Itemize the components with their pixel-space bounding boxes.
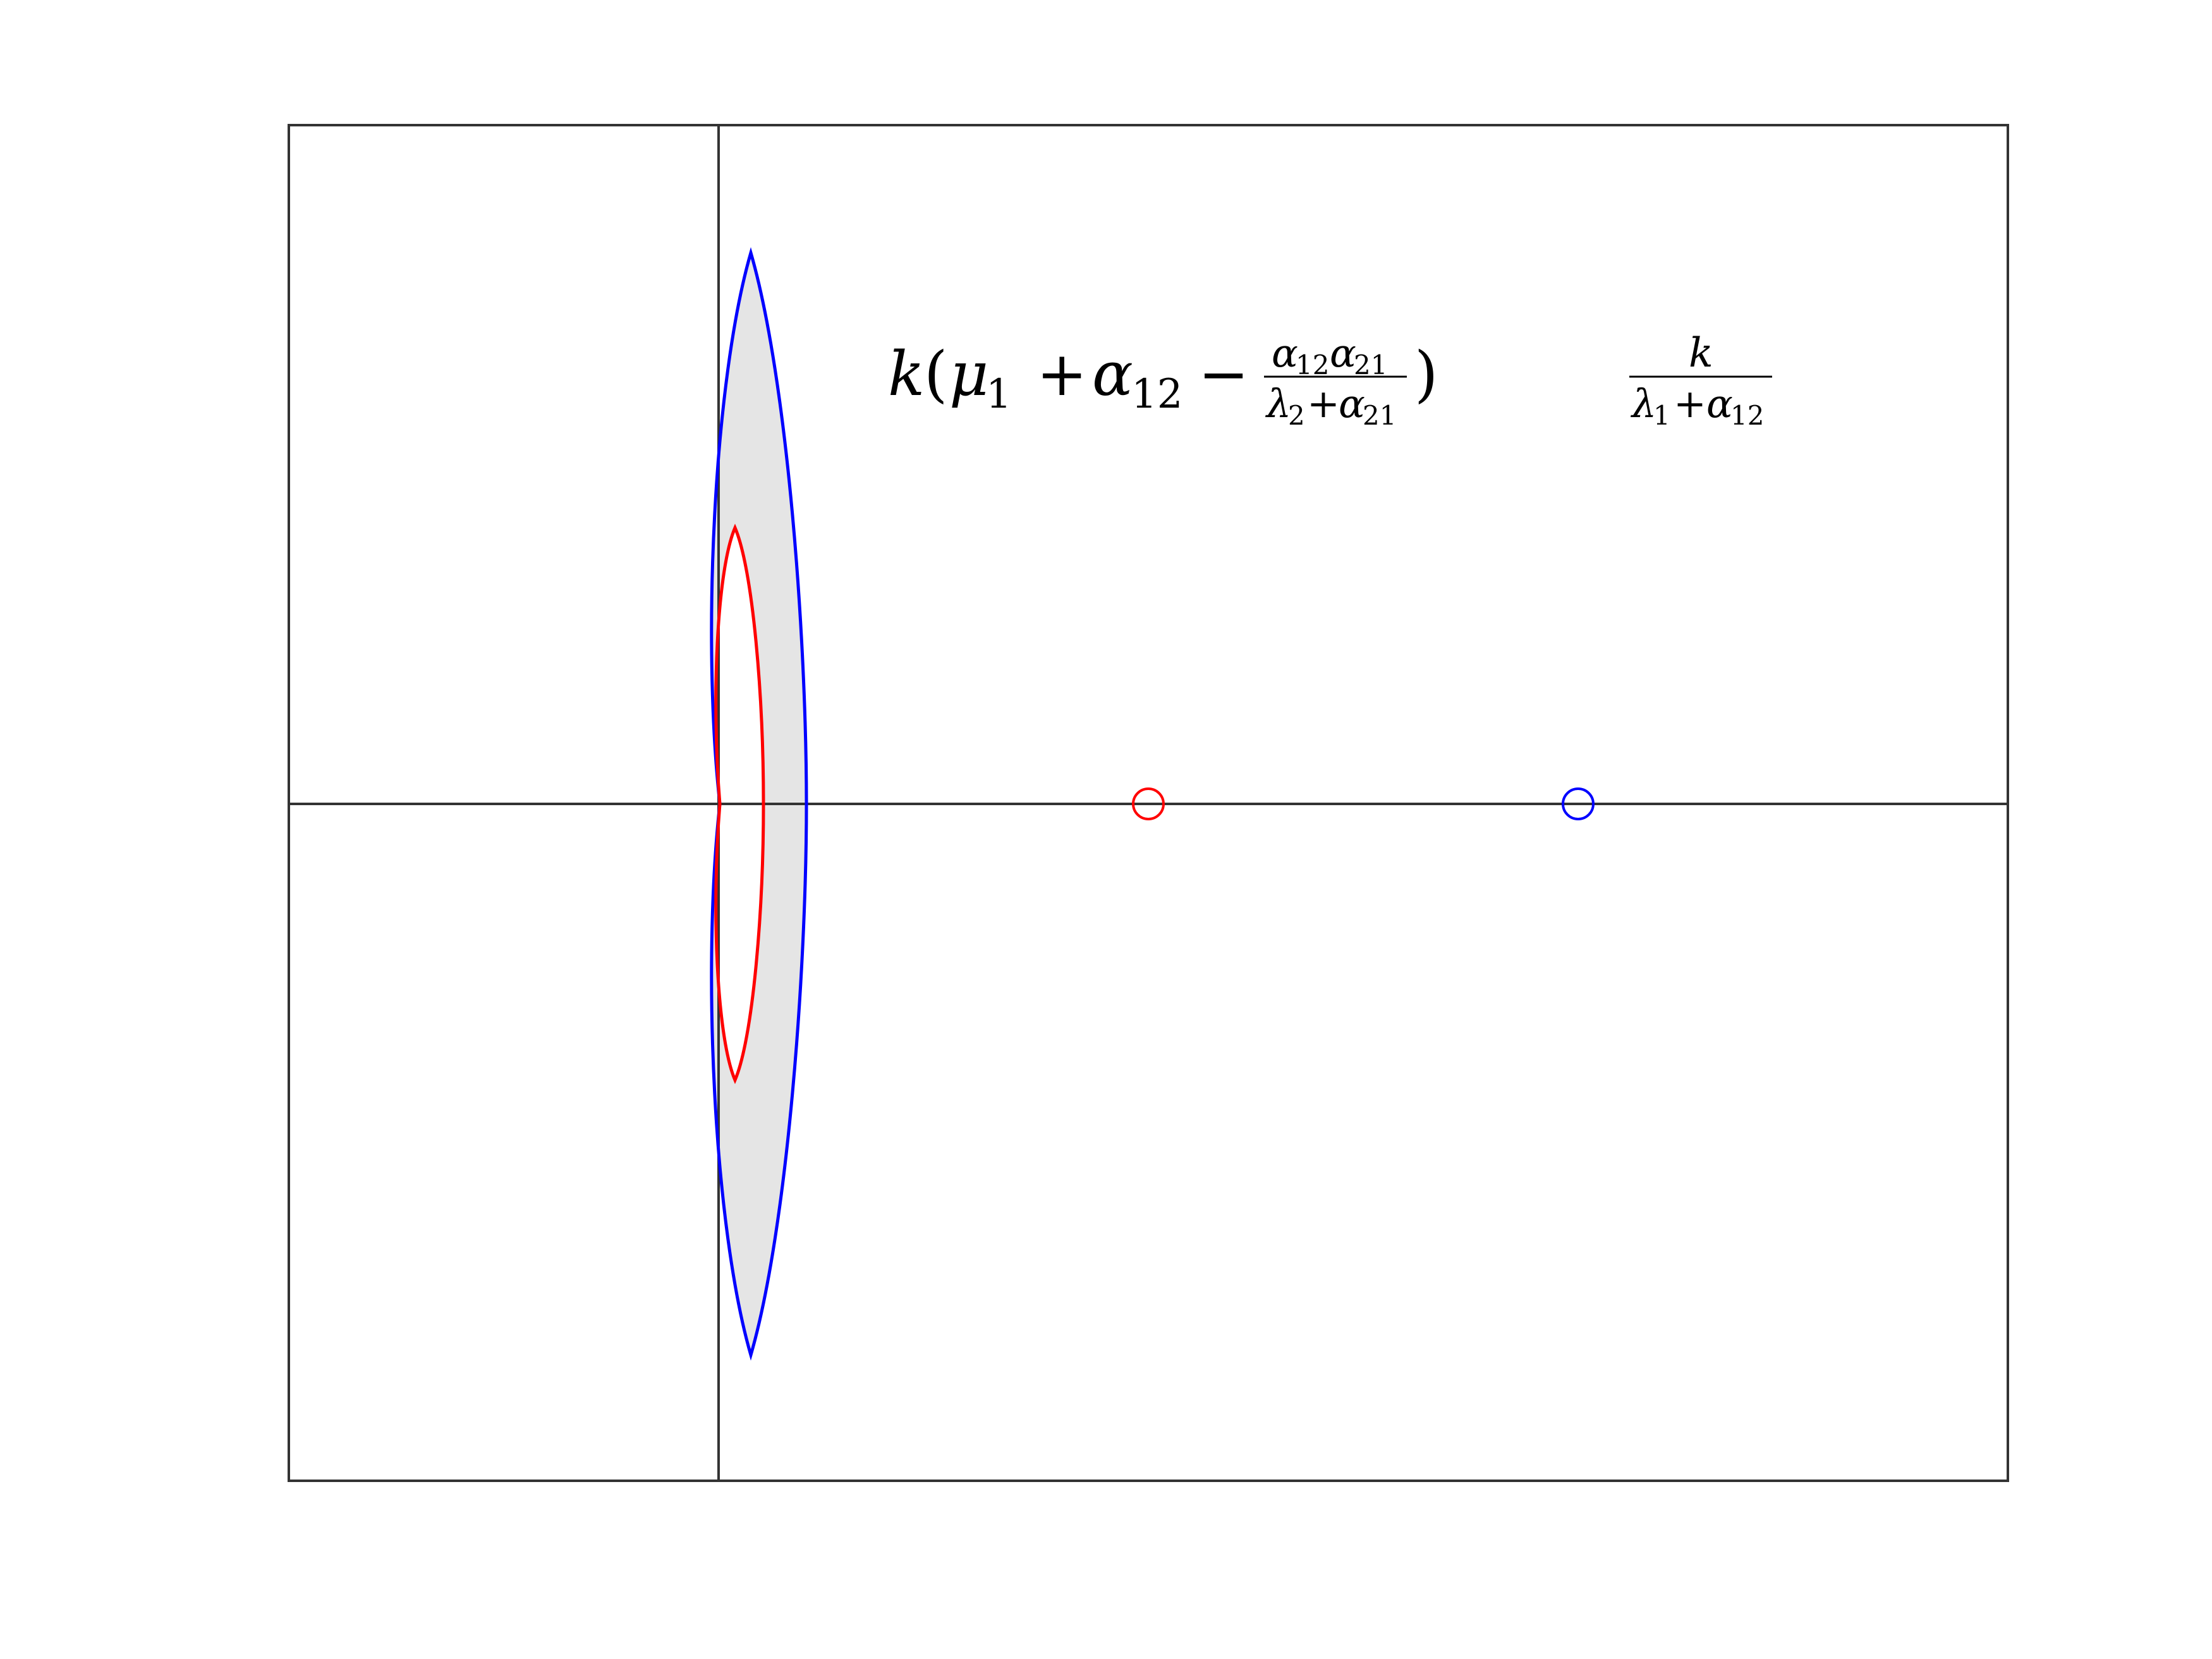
frac-num-alpha2: α [1330, 330, 1356, 376]
blue-marker-label: k λ 1 + α 12 [1629, 330, 1772, 431]
blue-den-lambda: λ [1630, 380, 1656, 427]
expr-mu: μ [949, 339, 988, 410]
blue-den-alpha-sub: 12 [1730, 400, 1764, 431]
frac-num-sub2: 21 [1354, 349, 1387, 380]
blue-den-sub: 1 [1653, 400, 1670, 431]
red-marker-label: k ( μ 1 + α 12 − α 12 α 21 λ 2 + α 21 ) [888, 330, 1438, 431]
frac-den-alpha-sub: 21 [1363, 400, 1396, 431]
expr-alpha-sub: 12 [1131, 371, 1182, 418]
frac-num-sub1: 12 [1296, 349, 1329, 380]
frac-den-alpha: α [1339, 380, 1365, 427]
expr-open-paren: ( [924, 339, 947, 410]
expr-k: k [888, 339, 925, 410]
blue-marker [1562, 787, 1595, 820]
expr-mu-sub: 1 [986, 371, 1012, 418]
red-marker [1132, 787, 1165, 820]
frac-den-lambda: λ [1265, 380, 1291, 427]
frac-num-alpha1: α [1272, 330, 1298, 376]
inner-red-curve [714, 523, 765, 1085]
blue-den-plus: + [1674, 380, 1706, 427]
expr-minus: − [1198, 339, 1249, 410]
frac-den-plus: + [1307, 380, 1340, 427]
expr-alpha: α [1092, 339, 1133, 410]
expr-close-paren: ) [1414, 339, 1438, 410]
frac-den-sub: 2 [1288, 400, 1305, 431]
outer-blue-curve [710, 247, 808, 1361]
expr-plus: + [1036, 339, 1087, 410]
blue-den-alpha: α [1706, 380, 1733, 427]
blue-frac-num: k [1689, 330, 1713, 377]
